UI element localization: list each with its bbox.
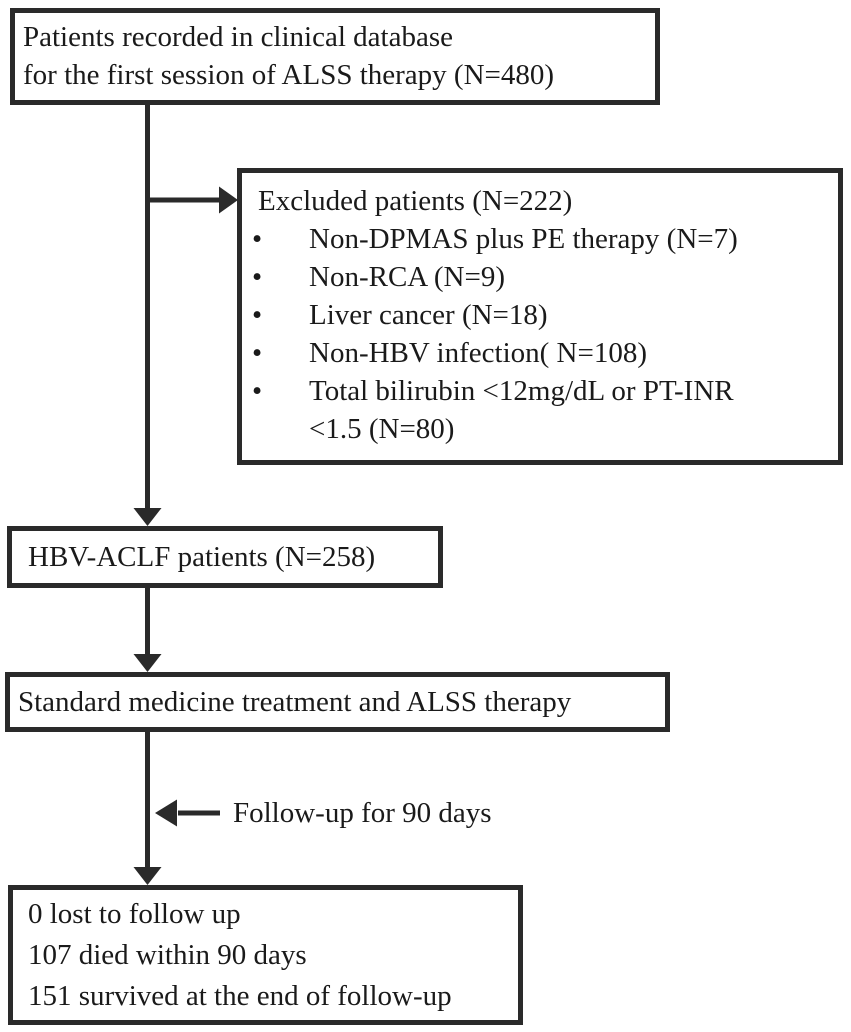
initial-patients-line2: for the first session of ALSS therapy (N… — [23, 59, 555, 91]
outcome-line1: 0 lost to follow up — [28, 898, 241, 930]
initial-patients-line1: Patients recorded in clinical database — [23, 21, 453, 53]
excluded-item: • Non-DPMAS plus PE therapy (N=7) — [252, 220, 834, 258]
box-initial-patients: Patients recorded in clinical database f… — [10, 8, 660, 105]
excluded-item: • Non-RCA (N=9) — [252, 258, 834, 296]
arrowhead-down-hbv — [133, 508, 162, 526]
followup-annotation: Follow-up for 90 days — [233, 797, 492, 829]
outcome-line3: 151 survived at the end of follow-up — [28, 980, 452, 1012]
excluded-item: • Non-HBV infection( N=108) — [252, 334, 834, 372]
excluded-item-label: Non-HBV infection( N=108) — [309, 337, 647, 369]
box-treatment: Standard medicine treatment and ALSS the… — [5, 672, 670, 732]
outcome-line2: 107 died within 90 days — [28, 939, 307, 971]
box-hbv-aclf-patients: HBV-ACLF patients (N=258) — [7, 526, 443, 588]
bullet-icon: • — [252, 223, 263, 255]
excluded-item: • Liver cancer (N=18) — [252, 296, 834, 334]
treatment-label: Standard medicine treatment and ALSS the… — [18, 686, 572, 718]
box-outcome: 0 lost to follow up 107 died within 90 d… — [8, 885, 523, 1025]
arrowhead-down-treatment — [133, 654, 162, 672]
bullet-icon: • — [252, 299, 263, 331]
bullet-icon: • — [252, 375, 263, 407]
excluded-item-label: Total bilirubin <12mg/dL or PT-INR <1.5 … — [309, 375, 734, 445]
hbv-aclf-label: HBV-ACLF patients (N=258) — [28, 541, 376, 573]
excluded-item-label: Liver cancer (N=18) — [309, 299, 548, 331]
arrowhead-down-outcome — [133, 867, 162, 885]
box-excluded-patients: Excluded patients (N=222) • Non-DPMAS pl… — [237, 168, 843, 465]
excluded-item: • Total bilirubin <12mg/dL or PT-INR <1.… — [252, 372, 834, 448]
arrowhead-left-followup — [155, 799, 177, 827]
excluded-item-label: Non-DPMAS plus PE therapy (N=7) — [309, 223, 738, 255]
bullet-icon: • — [252, 337, 263, 369]
excluded-title: Excluded patients (N=222) — [258, 185, 573, 217]
bullet-icon: • — [252, 261, 263, 293]
arrowhead-right-excluded — [219, 186, 238, 214]
excluded-item-label: Non-RCA (N=9) — [309, 261, 505, 293]
